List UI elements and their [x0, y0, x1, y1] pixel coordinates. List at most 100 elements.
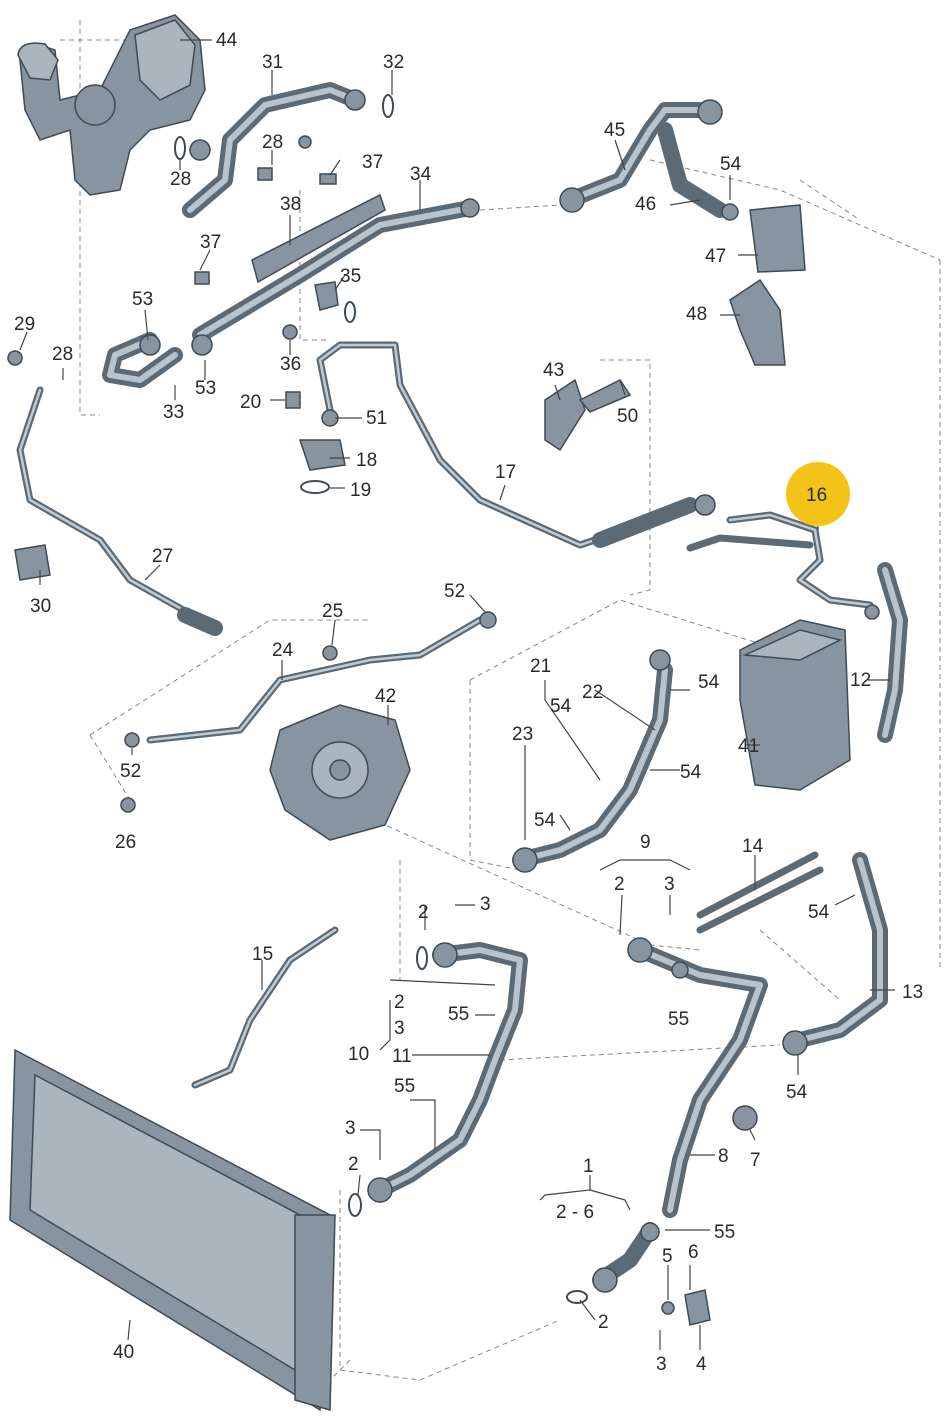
label-22: 22 — [582, 682, 603, 703]
label-23: 23 — [512, 724, 533, 745]
seal-5 — [661, 1301, 675, 1315]
coolant-pump-47 — [749, 204, 806, 273]
water-pump-42 — [269, 704, 411, 841]
hose-31 — [182, 82, 366, 218]
label-32: 32 — [383, 52, 404, 73]
label-20: 20 — [240, 392, 261, 413]
label-11: 11 — [392, 1046, 412, 1067]
pipe-15 — [191, 926, 339, 1089]
label-54b: 54 — [550, 696, 572, 717]
label-2d: 2 — [348, 1154, 359, 1175]
label-2a: 2 — [614, 874, 625, 895]
cap-7 — [732, 1105, 758, 1131]
label-34: 34 — [410, 164, 432, 185]
label-44: 44 — [216, 30, 238, 51]
o-ring-35 — [344, 301, 356, 323]
label-52a: 52 — [444, 581, 465, 602]
leader-lines — [19, 39, 895, 1350]
label-24: 24 — [272, 640, 294, 661]
label-16: 16 — [806, 485, 827, 506]
bolt-36 — [282, 324, 298, 340]
label-2e: 2 — [598, 1312, 609, 1333]
label-41: 41 — [738, 736, 759, 757]
label-53b: 53 — [195, 378, 216, 399]
label-47: 47 — [705, 246, 726, 267]
label-25: 25 — [322, 601, 343, 622]
label-35: 35 — [340, 266, 361, 287]
bracket-48 — [729, 278, 786, 366]
label-54c: 54 — [698, 672, 720, 693]
bolt-25 — [322, 645, 338, 661]
o-ring-2e — [566, 1290, 588, 1304]
hose-13 — [782, 852, 888, 1056]
label-54g: 54 — [786, 1082, 808, 1103]
label-30: 30 — [30, 596, 51, 617]
hose-21-22-23 — [512, 649, 673, 873]
label-2c: 2 — [394, 992, 405, 1013]
label-48: 48 — [686, 304, 707, 325]
label-31: 31 — [262, 52, 283, 73]
label-28a: 28 — [170, 169, 191, 190]
label-37b: 37 — [200, 232, 221, 253]
fitting-35 — [314, 281, 339, 311]
valve-43 — [544, 378, 586, 452]
label-46: 46 — [635, 194, 656, 215]
hose-16 — [686, 511, 880, 620]
bolt-29 — [7, 350, 23, 366]
label-55b: 55 — [668, 1009, 689, 1030]
label-5: 5 — [662, 1246, 673, 1267]
hose-27 — [16, 386, 223, 636]
label-1: 1 — [583, 1156, 594, 1177]
label-3e: 3 — [656, 1354, 667, 1375]
label-12: 12 — [850, 670, 871, 691]
label-21: 21 — [530, 656, 551, 677]
label-13: 13 — [902, 982, 923, 1003]
label-2b: 2 — [418, 902, 429, 923]
bolt-28 — [298, 135, 312, 149]
pipe-24 — [146, 611, 497, 744]
label-50: 50 — [617, 406, 638, 427]
label-52b: 52 — [120, 761, 141, 782]
label-8: 8 — [718, 1146, 729, 1167]
label-40: 40 — [113, 1342, 134, 1363]
hose-12 — [877, 562, 908, 743]
pipe-34 — [192, 193, 480, 343]
label-45: 45 — [604, 120, 625, 141]
hose-33 — [102, 332, 213, 388]
label-38: 38 — [280, 194, 301, 215]
label-15: 15 — [252, 944, 273, 965]
o-ring-2d — [348, 1193, 362, 1217]
o-ring-28 — [174, 136, 186, 160]
highlight-marker — [786, 462, 850, 526]
bolt-37c — [194, 271, 210, 285]
label-10: 10 — [348, 1044, 369, 1065]
label-33: 33 — [163, 402, 184, 423]
label-55a: 55 — [448, 1004, 469, 1025]
label-2-6: 2 - 6 — [556, 1202, 594, 1223]
bolt-26 — [120, 797, 136, 813]
label-27: 27 — [152, 546, 173, 567]
bolt-20 — [285, 391, 301, 409]
o-ring-32 — [382, 94, 394, 118]
fitting-1 — [592, 1222, 660, 1293]
label-19: 19 — [350, 480, 371, 501]
label-3c: 3 — [394, 1018, 405, 1039]
label-14: 14 — [742, 836, 764, 857]
bolt-37a — [257, 167, 273, 181]
label-18: 18 — [356, 450, 377, 471]
bleed-rod-14 — [696, 851, 824, 934]
label-37a: 37 — [362, 152, 383, 173]
label-55c: 55 — [394, 1076, 415, 1097]
callout-labels: 44 31 32 28 28 37 34 38 37 35 53 53 33 3… — [14, 30, 923, 1375]
label-54a: 54 — [720, 154, 742, 175]
label-29: 29 — [14, 314, 35, 335]
label-17: 17 — [495, 462, 516, 483]
flange-18 — [298, 439, 346, 471]
label-43: 43 — [543, 360, 564, 381]
thermostat-housing-part — [17, 14, 206, 196]
hose-10-11 — [367, 942, 528, 1203]
label-9: 9 — [640, 832, 651, 853]
radiator-40 — [9, 1048, 336, 1412]
